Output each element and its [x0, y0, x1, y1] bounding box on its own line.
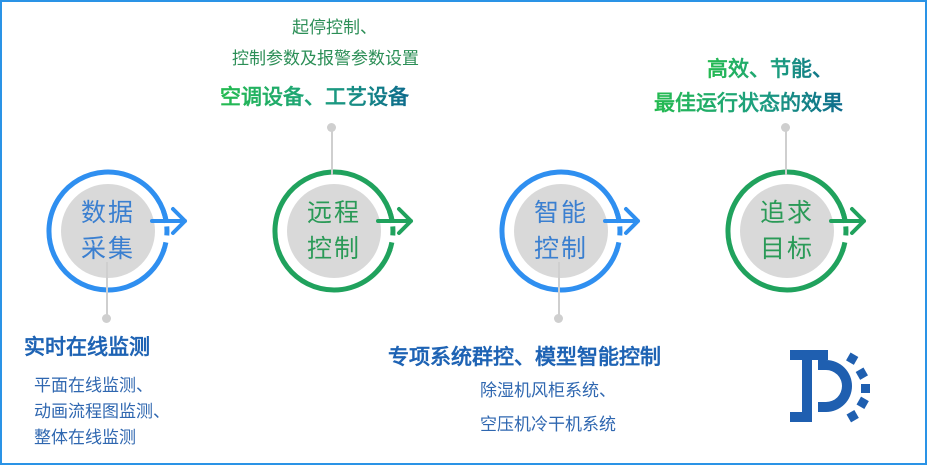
- step-label: 追求 目标: [759, 198, 814, 263]
- connector-dot: [781, 123, 790, 132]
- step-label: 远程 控制: [306, 198, 361, 263]
- arrow-right-icon: [603, 207, 640, 235]
- smart-control-line: 除湿机风柜系统、: [480, 381, 616, 401]
- connector-data-collection: [106, 262, 108, 318]
- step-circle: [740, 184, 834, 278]
- goal-heading: 高效、节能、: [707, 53, 833, 83]
- ring-arc-solid: [499, 169, 622, 293]
- logo-bar-bottom: [790, 412, 812, 422]
- logo-tooth: [846, 352, 859, 365]
- step-circle: [287, 184, 381, 278]
- step-data-collection-ring: [46, 169, 187, 293]
- arrow-right-icon: [829, 207, 866, 235]
- ring-arc-solid: [272, 169, 395, 293]
- arrow-right-icon: [150, 207, 187, 235]
- step-remote-control-ring: [272, 169, 413, 293]
- step-label: 智能 控制: [533, 198, 588, 263]
- remote-control-heading: 空调设备、工艺设备: [220, 81, 409, 111]
- data-collection-line: 动画流程图监测、: [34, 402, 170, 422]
- ring-arc-dashed: [387, 209, 396, 253]
- step-label: 数据 采集: [80, 198, 135, 263]
- remote-control-line: 控制参数及报警参数设置: [232, 49, 419, 69]
- connector-dot: [554, 314, 563, 323]
- step-circle: [61, 184, 155, 278]
- ring-arc-solid: [725, 169, 848, 293]
- step-circle: [514, 184, 608, 278]
- company-logo-icon: [790, 350, 870, 423]
- connector-dot: [327, 123, 336, 132]
- logo-tooth: [856, 396, 869, 409]
- step-goal: 追求 目标: [721, 165, 897, 341]
- logo-stem: [802, 360, 812, 422]
- ring-arc-dashed: [161, 209, 170, 253]
- step-smart-control: 智能 控制: [495, 165, 671, 341]
- connector-goal: [785, 130, 787, 175]
- ring-arc-dashed: [614, 209, 623, 253]
- goal-heading: 最佳运行状态的效果: [654, 87, 843, 117]
- step-remote-control: 远程 控制: [268, 165, 444, 341]
- smart-control-line: 空压机冷干机系统: [480, 415, 616, 435]
- ring-arc-solid: [46, 169, 169, 293]
- connector-smart-control: [558, 262, 560, 318]
- logo-tooth: [846, 410, 859, 423]
- connector-dot: [102, 314, 111, 323]
- logo-bar-top: [790, 350, 828, 360]
- logo-arc: [818, 360, 852, 412]
- logo-tooth: [855, 367, 868, 380]
- step-goal-ring: [725, 169, 866, 293]
- ring-arc-dashed: [840, 209, 849, 253]
- connector-remote-control: [331, 130, 333, 175]
- data-collection-line: 整体在线监测: [34, 428, 136, 448]
- arrow-right-icon: [376, 207, 413, 235]
- step-smart-control-ring: [499, 169, 640, 293]
- smart-control-heading: 专项系统群控、模型智能控制: [388, 345, 661, 369]
- remote-control-line: 起停控制、: [292, 18, 377, 38]
- step-data-collection: 数据 采集: [42, 165, 218, 341]
- data-collection-line: 平面在线监测、: [34, 376, 153, 396]
- data-collection-heading: 实时在线监测: [24, 335, 150, 359]
- logo-tooth: [861, 384, 870, 393]
